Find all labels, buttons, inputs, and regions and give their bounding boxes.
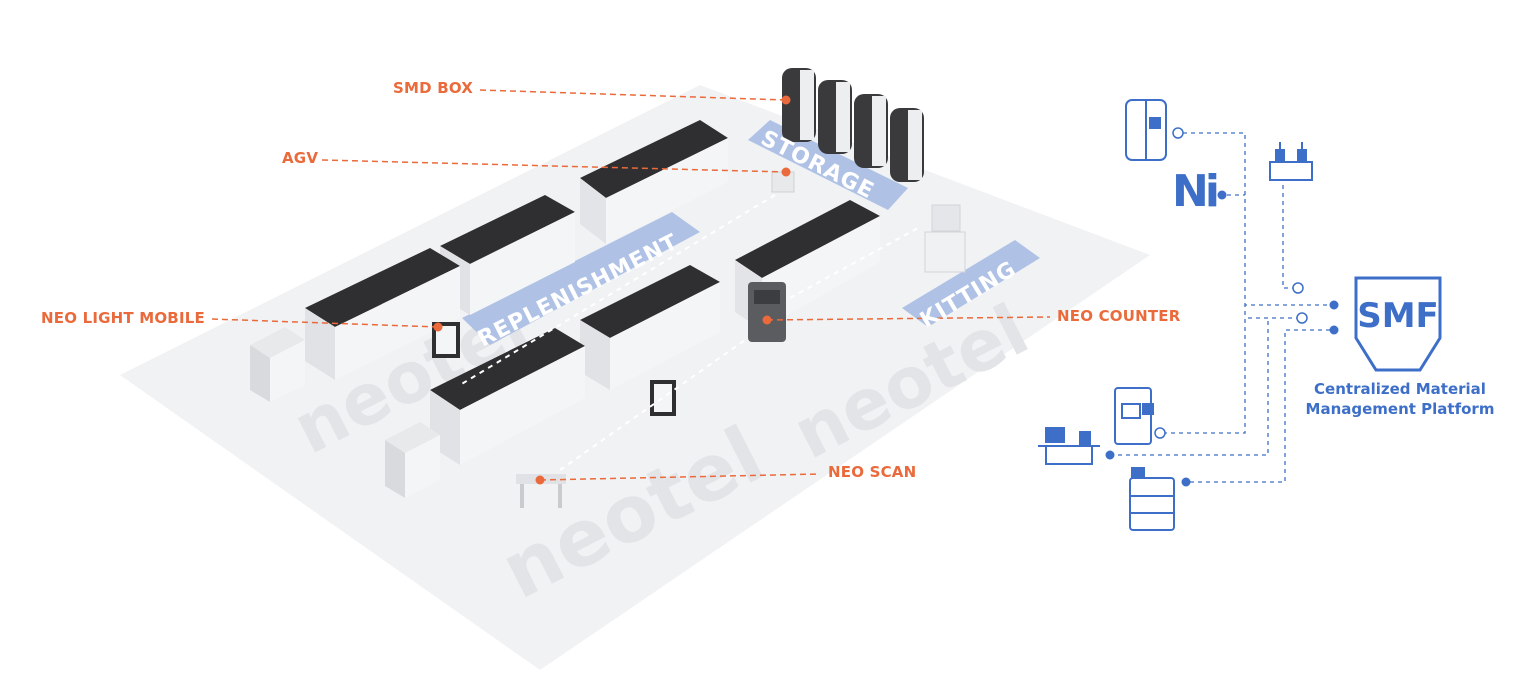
callout-smd-box: SMD BOX: [393, 79, 474, 97]
scan-desk-icon: [1038, 427, 1100, 465]
mobile-cart-2: [650, 380, 676, 416]
zone-kitting-band: [902, 240, 1040, 327]
smf-badge: SMF: [1357, 296, 1439, 336]
platform-title-line-1: Centralized Material: [1314, 380, 1486, 398]
callout-line-smd-box: [479, 89, 787, 101]
callout-line-agv: [321, 159, 787, 173]
upper-oven-body: [580, 178, 606, 244]
neo-counter-machine: [748, 282, 786, 342]
upper-oven-front: [606, 138, 728, 244]
zone-storage-band: [748, 120, 908, 210]
storage-tower-icon: [1125, 99, 1167, 161]
reel-rack-icon: [1269, 142, 1313, 181]
upper-placement-machines: [305, 195, 575, 380]
callout-neo-counter: NEO COUNTER: [1057, 307, 1181, 325]
kitting-station: [924, 204, 966, 273]
counter-machine-icon: [1114, 387, 1154, 445]
network-nodes: [1105, 127, 1339, 487]
callout-line-neo-light-mobile: [211, 318, 439, 328]
lower-production-line: [385, 200, 880, 498]
callout-lines: [211, 89, 1051, 481]
smf-shield-icon: [1354, 276, 1442, 372]
network-lines: [1110, 132, 1338, 483]
callout-line-neo-scan: [539, 473, 821, 481]
lower-oven-top: [735, 200, 880, 278]
platform-title: Centralized Material Management Platform: [1300, 379, 1500, 419]
callout-line-neo-counter: [766, 316, 1051, 321]
cabinet-icon: [1129, 467, 1175, 531]
platform-title-line-2: Management Platform: [1305, 400, 1495, 418]
zone-replenishment-band: [462, 212, 700, 345]
flow-arrows: [459, 194, 919, 471]
callout-neo-scan: NEO SCAN: [828, 463, 917, 481]
upper-oven-top: [580, 120, 728, 198]
callout-agv: AGV: [282, 149, 319, 167]
upper-production-line: [250, 120, 728, 402]
ai-logo-icon: Ni: [1172, 166, 1220, 217]
smf-network: [1038, 99, 1442, 531]
smd-storage-towers: [782, 68, 924, 182]
callout-dots: [433, 95, 791, 485]
callout-neo-light-mobile: NEO LIGHT MOBILE: [41, 309, 205, 327]
factory-floor: [120, 85, 1150, 670]
